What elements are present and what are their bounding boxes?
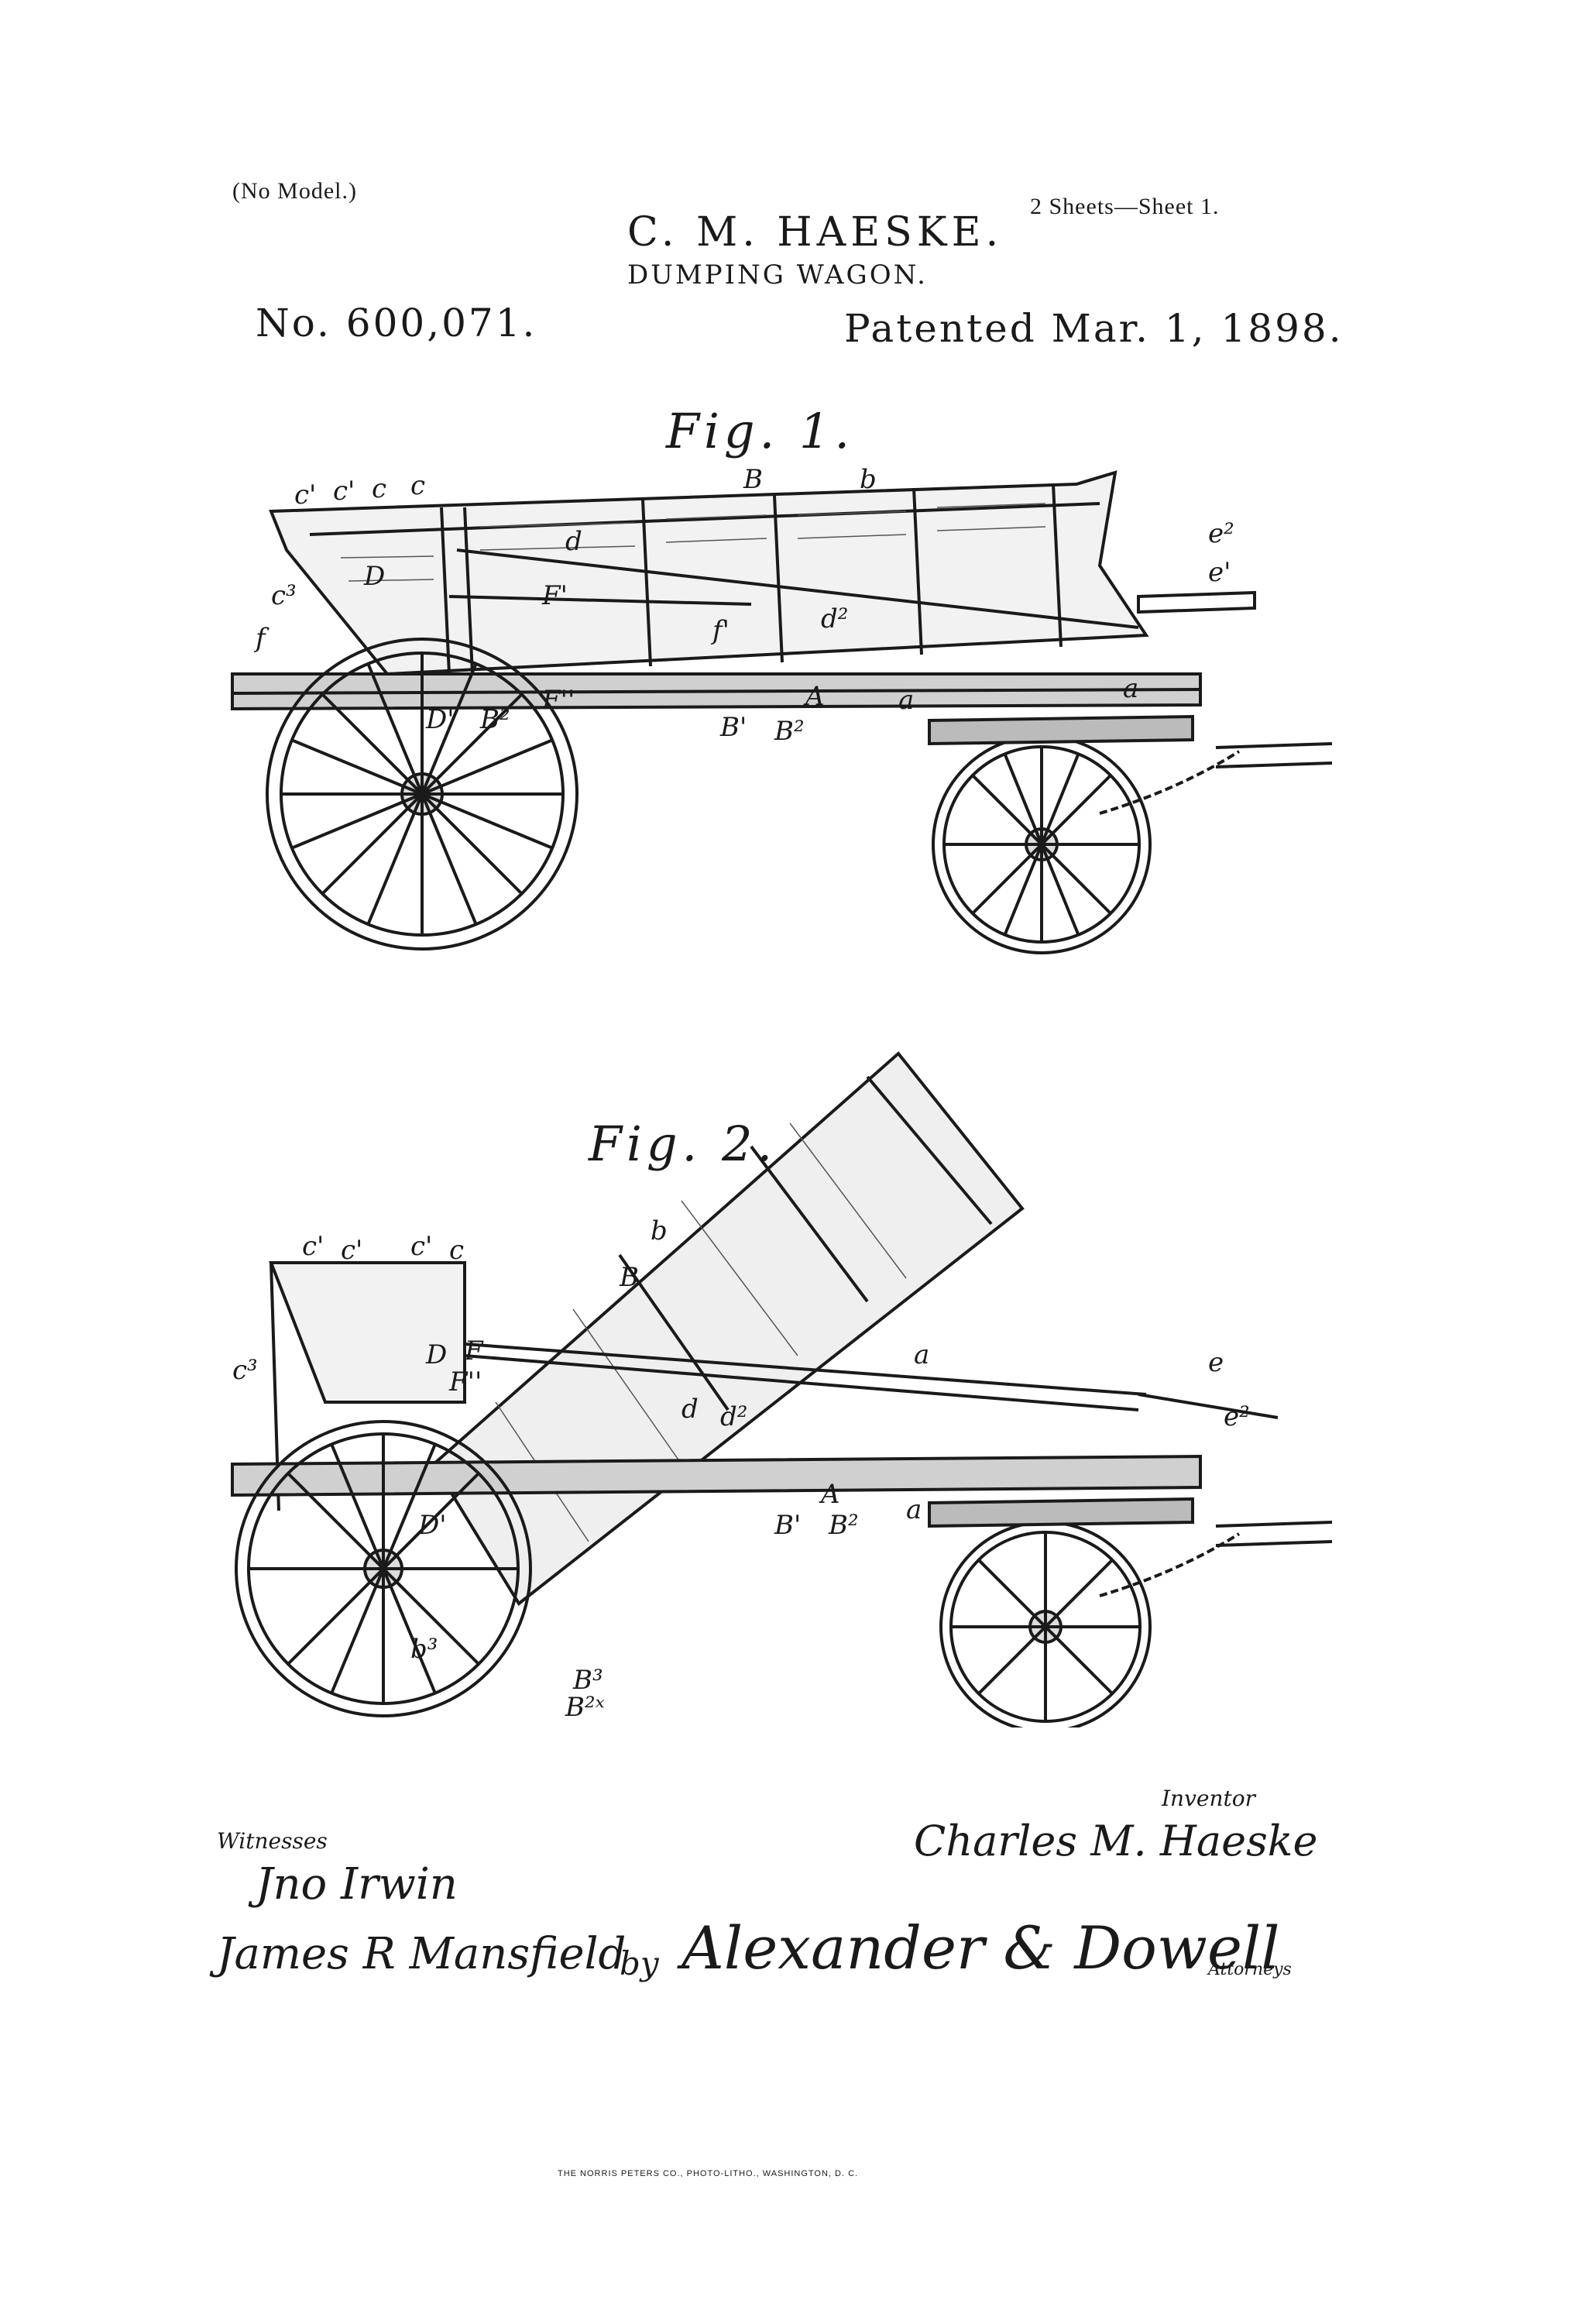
witnesses-label: Witnesses xyxy=(217,1828,328,1854)
ref-B-prime: B' xyxy=(719,712,747,743)
ref2-F: F xyxy=(464,1336,484,1367)
fig1-drawing: c' c' c c B b d e² e' c³ D F' f f' d² D'… xyxy=(231,464,1333,954)
ref2-a-2: a xyxy=(906,1494,922,1525)
ref2-b: b xyxy=(651,1215,668,1246)
ref-A: A xyxy=(803,681,825,712)
ref2-F-dprime: F'' xyxy=(448,1367,482,1397)
patent-date: Patented Mar. 1, 1898. xyxy=(844,306,1344,351)
ref2-B3: B³ xyxy=(572,1665,603,1696)
ref-c-2: c xyxy=(410,470,425,501)
ref-D: D xyxy=(363,561,385,592)
witness1-signature: Jno Irwin xyxy=(256,1859,458,1910)
ref2-B: B xyxy=(619,1262,639,1293)
printer-credit: THE NORRIS PETERS CO., PHOTO-LITHO., WAS… xyxy=(558,2169,859,2178)
ref2-d: d xyxy=(681,1394,699,1425)
attorneys-signature: Alexander & Dowell xyxy=(681,1913,1280,1982)
ref-e2: e² xyxy=(1208,518,1234,549)
ref-b: b xyxy=(860,464,877,495)
ref2-c: c xyxy=(449,1235,464,1266)
ref2-c-prime-3: c' xyxy=(410,1231,432,1262)
ref-c-prime-1: c' xyxy=(294,480,316,511)
inventor-name: C. M. HAESKE. xyxy=(627,209,1004,256)
witness2-signature: James R Mansfield xyxy=(217,1929,627,1979)
patent-title: DUMPING WAGON. xyxy=(627,260,928,290)
ref2-c3: c³ xyxy=(232,1355,258,1386)
patent-number: No. 600,071. xyxy=(256,301,537,346)
ref2-B-prime: B' xyxy=(774,1510,801,1541)
fig2-drawing: c' c' c' c b B c³ D F F'' a e e² d d² A … xyxy=(231,1051,1333,1728)
ref2-B2: B² xyxy=(828,1510,859,1541)
ref2-b3: b³ xyxy=(410,1634,438,1665)
ref-c3: c³ xyxy=(271,580,297,611)
ref2-c-prime-1: c' xyxy=(302,1231,324,1262)
ref2-A: A xyxy=(819,1479,840,1510)
ref2-e: e xyxy=(1208,1347,1224,1378)
ref-d: d xyxy=(565,526,582,557)
ref-d2: d² xyxy=(821,603,848,634)
inventor-label: Inventor xyxy=(1162,1786,1256,1811)
sheets-note: 2 Sheets—Sheet 1. xyxy=(1030,194,1220,219)
ref-c-prime-2: c' xyxy=(333,476,355,507)
ref-B2-a: B² xyxy=(479,704,510,735)
fig2-label: Fig. 2. xyxy=(589,1116,778,1172)
ref-f: f xyxy=(253,623,270,654)
ref2-c-prime-2: c' xyxy=(341,1235,362,1266)
by-label: by xyxy=(620,1944,659,1982)
ref-F-dprime: F'' xyxy=(541,685,575,716)
ref-a-1: a xyxy=(898,685,914,716)
ref2-D-prime: D' xyxy=(417,1510,447,1541)
ref-B2-b: B² xyxy=(774,716,805,747)
ref-D-prime: D' xyxy=(425,704,455,735)
ref-c-1: c xyxy=(372,473,386,504)
ref-f-prime: f' xyxy=(710,615,730,646)
ref-a-2: a xyxy=(1123,673,1138,704)
attorneys-label: Attorneys xyxy=(1208,1960,1292,1979)
ref2-a-1: a xyxy=(914,1339,929,1370)
ref-F-prime: F' xyxy=(541,580,568,611)
ref-e-prime: e' xyxy=(1208,557,1231,588)
ref2-B2x: B²ˣ xyxy=(565,1692,605,1723)
fig1-label: Fig. 1. xyxy=(666,403,855,459)
inventor-signature: Charles M. Haeske xyxy=(914,1817,1318,1865)
model-note: (No Model.) xyxy=(232,178,357,204)
ref-B: B xyxy=(743,464,763,495)
ref2-d2: d² xyxy=(720,1401,747,1432)
ref2-e2: e² xyxy=(1224,1401,1250,1432)
ref2-D: D xyxy=(425,1339,447,1370)
